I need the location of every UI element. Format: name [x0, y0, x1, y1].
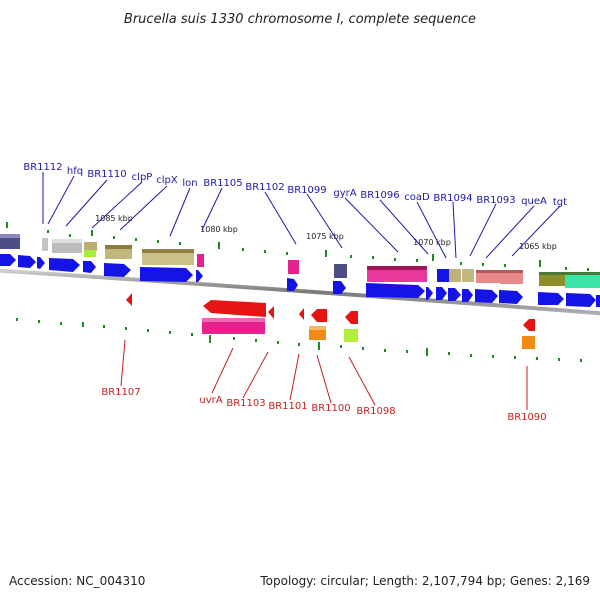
gene-label: BR1090 — [507, 412, 546, 423]
scale-label: 1075 kbp — [306, 232, 344, 241]
gene-label: lon — [182, 178, 197, 189]
gene-label: BR1107 — [101, 387, 140, 398]
gene-label: BR1094 — [433, 193, 472, 204]
gene-label: queA — [521, 196, 547, 207]
scale-label: 1065 kbp — [519, 242, 557, 251]
reverse-feature-blocks — [202, 318, 535, 349]
reverse-gene-labels: BR1107 uvrA BR1103 BR1101 BR1100 BR1098 … — [101, 387, 546, 423]
gene-label: coaD — [404, 192, 430, 203]
gene-label: BR1101 — [268, 401, 307, 412]
gene-label: clpX — [156, 175, 178, 186]
gene-label: BR1110 — [87, 169, 126, 180]
reverse-label-leaders — [120, 339, 528, 410]
gene-label: BR1105 — [203, 178, 242, 189]
topology-text: Topology: circular; Length: 2,107,794 bp… — [260, 574, 590, 588]
gene-label: uvrA — [199, 395, 222, 406]
map-title: Brucella suis 1330 chromosome I, complet… — [124, 12, 476, 27]
gene-label: BR1096 — [360, 190, 399, 201]
forward-feature-blocks — [0, 234, 600, 288]
gene-label: BR1098 — [356, 406, 395, 417]
scale-label: 1085 kbp — [95, 214, 133, 223]
gene-label: BR1103 — [226, 398, 265, 409]
reverse-tick-marks — [16, 318, 582, 362]
chromosome-backbone — [0, 268, 600, 316]
forward-cds-arrows — [0, 254, 600, 307]
gene-label: BR1112 — [23, 162, 62, 173]
scale-label: 1070 kbp — [413, 238, 451, 247]
gene-label: BR1099 — [287, 185, 326, 196]
gene-label: clpP — [132, 172, 153, 183]
gene-label: BR1102 — [245, 182, 284, 193]
gene-label: gyrA — [333, 188, 356, 199]
accession-text: Accession: NC_004310 — [9, 574, 146, 588]
forward-gene-labels: BR1112 hfq BR1110 clpP clpX lon BR1105 B… — [23, 162, 567, 208]
gene-label: BR1093 — [476, 195, 515, 206]
reverse-cds-arrows — [126, 293, 535, 331]
scale-label: 1080 kbp — [200, 225, 238, 234]
gene-label: tgt — [553, 197, 567, 208]
gene-label: BR1100 — [311, 403, 350, 414]
forward-tick-marks — [6, 222, 589, 271]
forward-label-leaders — [42, 172, 561, 259]
gene-label: hfq — [67, 166, 83, 177]
